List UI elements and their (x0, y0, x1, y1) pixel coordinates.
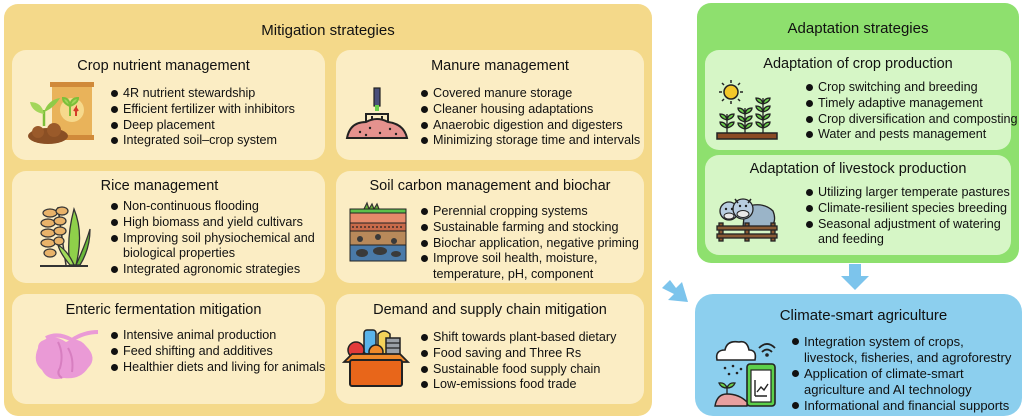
list-item: Sustainable farming and stocking (420, 220, 639, 236)
card-enteric-fermentation: Enteric fermentation mitigation Intensiv… (12, 294, 325, 404)
list-item: Food saving and Three Rs (420, 346, 616, 362)
list-item: Improve soil health, moisture, (420, 251, 639, 267)
mitigation-strategies-panel: Mitigation strategies Crop nutrient mana… (4, 4, 652, 416)
bullet-list: Crop switching and breeding Timely adapt… (805, 80, 1018, 143)
card-title: Enteric fermentation mitigation (65, 302, 262, 318)
list-item: Non-continuous flooding (110, 199, 315, 215)
list-item-continuation: livestock, fisheries, and agroforestry (804, 350, 1012, 365)
card-crop-production-adaptation: Adaptation of crop production Crop switc… (705, 50, 1018, 150)
card-soil-carbon-management: Soil carbon management and biochar Peren… (336, 171, 644, 283)
bullet-list: Shift towards plant-based dietary Food s… (420, 330, 616, 393)
list-item: Deep placement (110, 118, 295, 134)
card-manure-management: Manure management Covered manure storage… (336, 50, 644, 160)
adaptation-strategies-panel: Adaptation strategies Adaptation of crop… (697, 3, 1019, 263)
list-item: Application of climate-smart (791, 366, 1011, 382)
list-item: Cleaner housing adaptations (420, 102, 640, 118)
list-item: High biomass and yield cultivars (110, 215, 315, 231)
rice-plant-icon (40, 206, 91, 267)
list-item: Minimizing storage time and intervals (420, 133, 640, 149)
arrow-mitigation-to-csa-icon (662, 280, 688, 302)
list-item: Integration system of crops, (791, 334, 1011, 350)
card-title: Crop nutrient management (77, 58, 250, 74)
list-item: Sustainable food supply chain (420, 362, 616, 378)
bullet-list: Intensive animal production Feed shiftin… (110, 328, 325, 375)
list-item: Covered manure storage (420, 86, 640, 102)
list-item: Perennial cropping systems (420, 204, 639, 220)
sun-crops-icon (716, 80, 778, 140)
list-item: Healthier diets and living for animals (110, 360, 325, 376)
mitigation-title: Mitigation strategies (261, 22, 395, 39)
bullet-list: Covered manure storage Cleaner housing a… (420, 86, 640, 149)
card-title: Manure management (431, 58, 569, 74)
cows-fence-icon (716, 198, 778, 242)
list-item: Low-emissions food trade (420, 377, 616, 393)
list-item: Feed shifting and additives (110, 344, 325, 360)
list-item-continuation: agriculture and AI technology (804, 382, 972, 397)
list-item: Efficient fertilizer with inhibitors (110, 102, 295, 118)
list-item: Anaerobic digestion and digesters (420, 118, 640, 134)
list-item: Crop diversification and composting (805, 112, 1018, 128)
list-item: Climate-resilient species breeding (805, 201, 1010, 217)
csa-title: Climate-smart agriculture (779, 307, 948, 324)
food-box-icon (342, 329, 410, 387)
stomach-icon (35, 330, 99, 379)
list-item: Informational and financial supports (791, 398, 1011, 414)
list-item: Intensive animal production (110, 328, 325, 344)
list-item-continuation: temperature, pH, component (433, 267, 594, 282)
bullet-list: Utilizing larger temperate pastures Clim… (805, 185, 1010, 248)
adaptation-title: Adaptation strategies (787, 20, 929, 37)
card-livestock-production-adaptation: Adaptation of livestock production Utili… (705, 155, 1011, 255)
list-item: Timely adaptive management (805, 96, 1018, 112)
card-crop-nutrient-management: Crop nutrient management 4R nutrient ste… (12, 50, 325, 160)
card-title: Adaptation of livestock production (749, 161, 967, 177)
card-demand-supply-chain: Demand and supply chain mitigation Shift… (336, 294, 644, 404)
soil-layers-icon (349, 201, 407, 262)
bullet-list: Non-continuous flooding High biomass and… (110, 199, 315, 278)
card-title: Soil carbon management and biochar (369, 178, 611, 194)
list-item: Crop switching and breeding (805, 80, 1018, 96)
list-item: Utilizing larger temperate pastures (805, 185, 1010, 201)
bullet-list: 4R nutrient stewardship Efficient fertil… (110, 86, 295, 149)
climate-smart-agriculture-panel: Climate-smart agriculture Integration sy… (695, 294, 1022, 416)
smart-farming-icon (714, 340, 776, 407)
list-item: Water and pests management (805, 127, 1018, 143)
card-title: Rice management (100, 178, 219, 194)
list-item-continuation: and feeding (818, 232, 884, 247)
bullet-list: Integration system of crops, livestock, … (791, 334, 1011, 414)
list-item: Shift towards plant-based dietary (420, 330, 616, 346)
list-item: Biochar application, negative priming (420, 236, 639, 252)
fertilizer-bag-icon (28, 82, 94, 144)
list-item: Integrated soil–crop system (110, 133, 295, 149)
arrow-adaptation-to-csa-icon (841, 264, 869, 290)
card-title: Demand and supply chain mitigation (373, 302, 607, 318)
list-item: 4R nutrient stewardship (110, 86, 295, 102)
list-item: Improving soil physiochemical and (110, 231, 315, 247)
bullet-list: Perennial cropping systems Sustainable f… (420, 204, 639, 283)
list-item-continuation: biological properties (123, 246, 236, 261)
manure-pitchfork-icon (345, 87, 409, 139)
list-item: Integrated agronomic strategies (110, 262, 315, 278)
list-item: Seasonal adjustment of watering (805, 217, 1010, 233)
card-title: Adaptation of crop production (763, 56, 953, 72)
card-rice-management: Rice management Non-continuous flooding … (12, 171, 325, 283)
